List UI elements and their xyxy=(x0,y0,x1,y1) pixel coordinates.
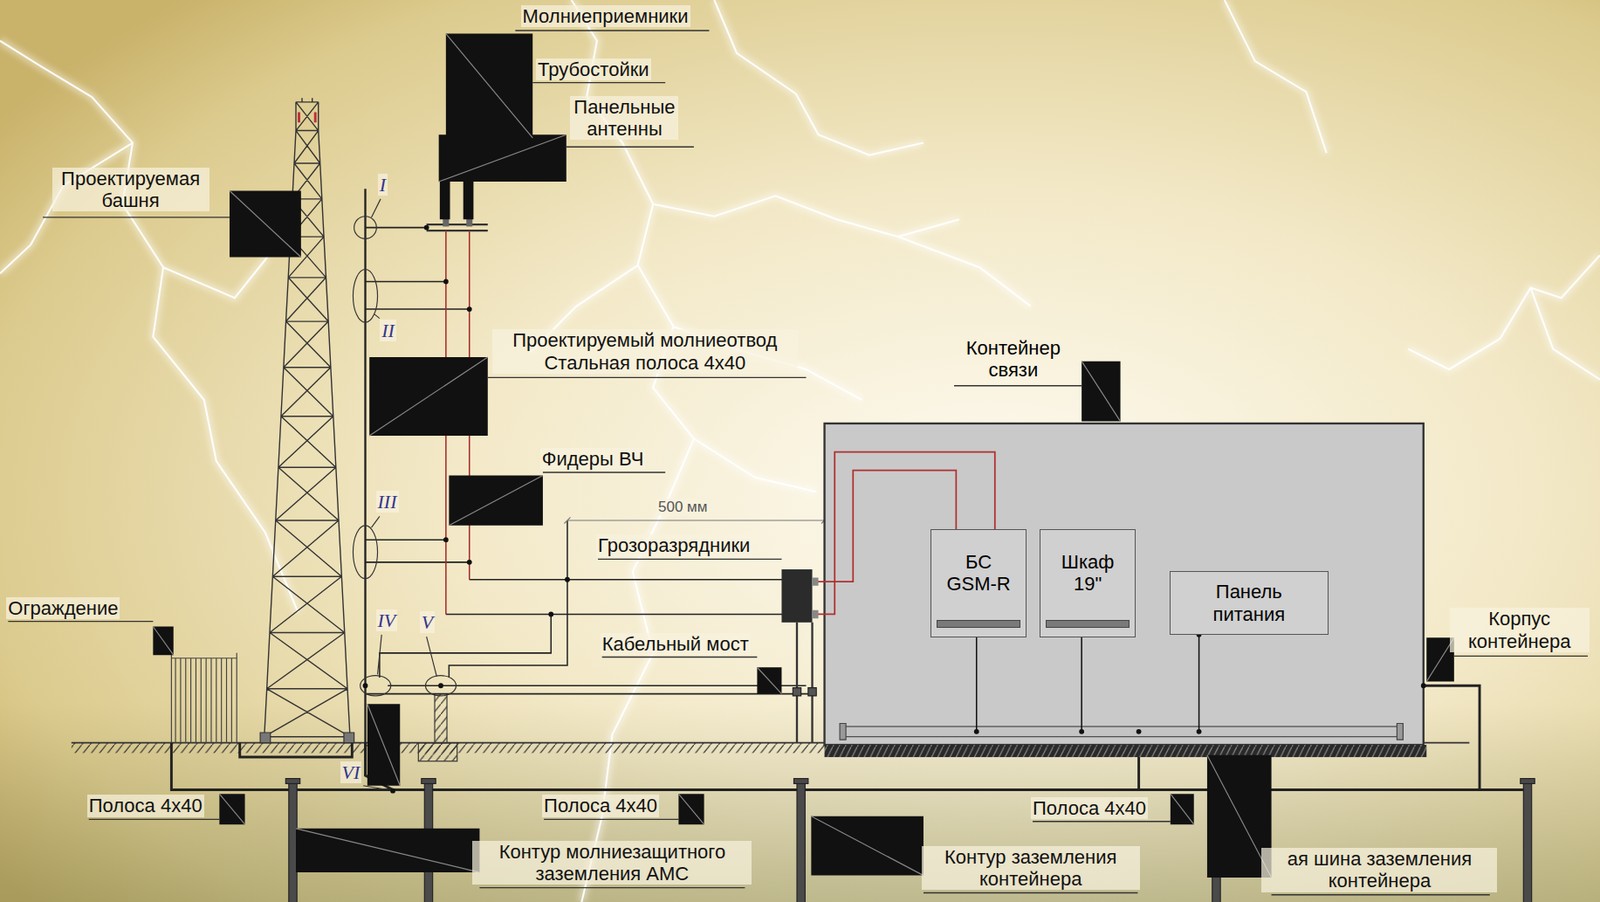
label-anchor: Полоса 4х40 xyxy=(87,794,205,817)
label-anchor: Проектируемая башня xyxy=(52,167,210,213)
label-anchor: 500 мм xyxy=(656,498,709,516)
part-label: Контур молниезащитного заземления АМС xyxy=(472,840,752,886)
label-anchor: Полоса 4х40 xyxy=(1030,796,1148,819)
callout-number: IV xyxy=(376,609,399,632)
electrode-cap xyxy=(793,778,808,784)
power-panel-box: Панель питания xyxy=(1169,570,1329,634)
support-foundation xyxy=(418,742,457,762)
label-anchor: Молниеприемники xyxy=(521,5,691,28)
label-anchor: V xyxy=(419,611,435,633)
part-label: Молниеприемники xyxy=(521,5,691,28)
fence xyxy=(171,652,237,743)
container-body xyxy=(824,423,1424,745)
callout-number: I xyxy=(377,173,388,196)
arrester-post xyxy=(796,622,813,743)
label-anchor: Корпус контейнера xyxy=(1449,607,1590,653)
rack-box: Шкаф 19" xyxy=(1039,528,1136,638)
dimension-label: 500 мм xyxy=(656,498,709,516)
heading-label: Контейнер связи xyxy=(952,336,1075,382)
label-anchor: IV xyxy=(376,609,399,632)
container-box: Контейнер связиБС GSM-RШкаф 19"Панель пи… xyxy=(824,423,1424,745)
equipment-ground-wire xyxy=(976,628,1200,732)
lightning-mast xyxy=(363,188,366,760)
box-label: БС GSM-R xyxy=(943,550,1014,596)
callout-number: VI xyxy=(340,761,363,783)
callout-number: II xyxy=(379,319,397,342)
label-anchor: I xyxy=(377,173,388,196)
leader-flag-diagonals xyxy=(152,34,1454,878)
ground-bus xyxy=(841,726,1403,737)
part-label: Фидеры ВЧ xyxy=(540,447,646,470)
part-label: Панельные антенны xyxy=(569,96,679,141)
leader-underlines xyxy=(7,30,1588,895)
label-anchor: Фидеры ВЧ xyxy=(540,447,646,470)
part-label: Кабельный мост xyxy=(600,632,751,655)
electrode xyxy=(1523,781,1532,902)
container-base xyxy=(824,744,1428,757)
label-anchor: Полоса 4х40 xyxy=(542,794,660,817)
electrode xyxy=(288,781,297,902)
bus-insulator xyxy=(839,723,1403,741)
bridge-support xyxy=(434,693,447,743)
part-label: Полоса 4х40 xyxy=(87,794,205,817)
bonding-wires xyxy=(365,281,818,694)
tower-foot xyxy=(260,732,355,743)
base-station-box: БС GSM-R xyxy=(930,528,1027,638)
label-anchor: Грозоразрядники xyxy=(596,534,752,557)
terminal-bar xyxy=(1045,619,1130,628)
part-label: Корпус контейнера xyxy=(1449,607,1590,653)
part-label: ая шина заземления контейнера xyxy=(1261,847,1497,893)
label-anchor: Кабельный мост xyxy=(600,632,751,655)
electrode-cap xyxy=(1520,778,1535,784)
part-label: Трубостойки xyxy=(535,58,652,81)
callouts xyxy=(352,199,456,790)
terminal-bar xyxy=(936,619,1021,628)
electrode-cap xyxy=(285,778,300,784)
callout-ring xyxy=(354,216,378,240)
label-anchor: Панельные антенны xyxy=(569,96,679,141)
arrester-port xyxy=(812,576,819,619)
label-anchor: III xyxy=(376,490,399,513)
label-anchor: Контур молниезащитного заземления АМС xyxy=(472,840,752,886)
part-label: Полоса 4х40 xyxy=(542,794,660,817)
label-anchor: Контур заземления контейнера xyxy=(921,845,1140,891)
part-label: Грозоразрядники xyxy=(596,534,752,557)
box-label: Панель питания xyxy=(1196,580,1302,625)
label-anchor: ая шина заземления контейнера xyxy=(1261,847,1497,893)
label-anchor: Ограждение xyxy=(6,597,120,619)
part-label: Проектируемая башня xyxy=(52,167,210,213)
bridge-clamp xyxy=(792,687,817,696)
tower-top-marker xyxy=(299,112,316,124)
label-anchor: Проектируемый молниеотвод Стальная полос… xyxy=(492,329,798,374)
surge-arrester xyxy=(781,569,812,623)
box-label: Шкаф 19" xyxy=(1055,550,1120,596)
callout-ring xyxy=(352,525,378,579)
callout-number: III xyxy=(376,490,399,513)
callout-number: V xyxy=(419,611,435,633)
part-label: Проектируемый молниеотвод Стальная полос… xyxy=(492,329,798,374)
label-anchor: Трубостойки xyxy=(535,58,652,81)
leader-flags xyxy=(152,34,1454,878)
part-label: Ограждение xyxy=(6,597,120,619)
part-label: Контур заземления контейнера xyxy=(921,845,1140,891)
callout-ring xyxy=(352,268,378,323)
label-anchor: II xyxy=(379,319,397,342)
callout-leader xyxy=(363,199,437,790)
electrode-cap xyxy=(421,778,436,784)
dimension-line xyxy=(563,516,828,523)
electrode xyxy=(796,781,805,902)
bonding-wire xyxy=(365,226,427,229)
antenna-bracket xyxy=(426,224,488,231)
part-label: Полоса 4х40 xyxy=(1030,796,1148,819)
label-anchor: VI xyxy=(340,761,363,783)
